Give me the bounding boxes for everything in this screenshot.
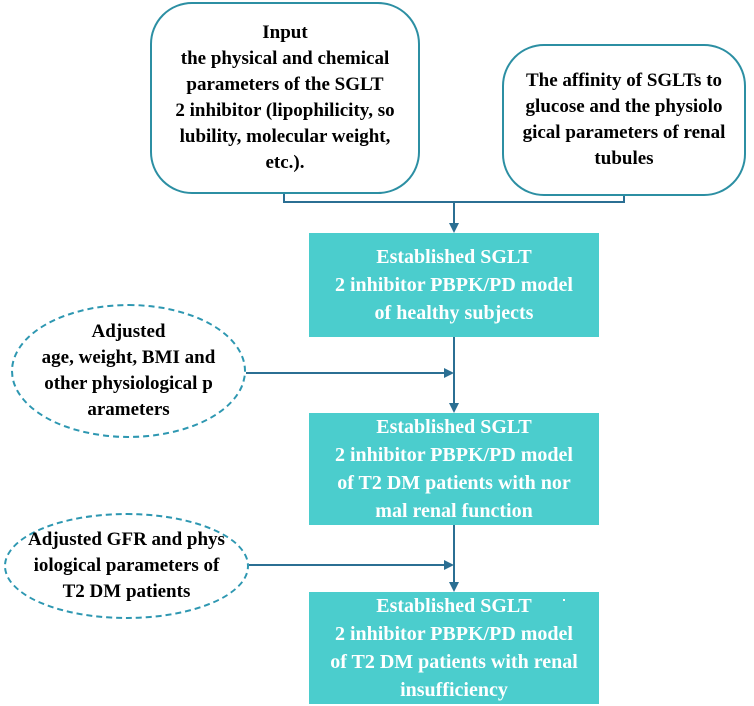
stray-dot: [563, 599, 565, 601]
node-text-line: Established SGLT: [376, 416, 532, 438]
node-text-line: mal renal function: [375, 500, 533, 522]
model-t2dm-renal-node: Established SGLT 2 inhibitor PBPK/PD mod…: [309, 592, 599, 704]
model-healthy-node: Established SGLT 2 inhibitor PBPK/PD mod…: [309, 233, 599, 337]
node-text-line: Adjusted GFR and phys: [28, 529, 225, 550]
model-t2dm-normal-node: Established SGLT 2 inhibitor PBPK/PD mod…: [309, 413, 599, 525]
node-text-line: The affinity of SGLTs to: [525, 70, 723, 91]
input-parameters-node: Input the physical and chemical paramete…: [150, 2, 420, 194]
node-text-line: other physiological p: [44, 373, 213, 394]
adjust-gfr-node: Adjusted GFR and phys iological paramete…: [4, 513, 249, 619]
node-text-line: Established SGLT: [376, 246, 532, 268]
node-text-line: lubility, molecular weight,: [179, 126, 391, 147]
node-text-line: Adjusted: [91, 321, 166, 342]
node-text-line: insufficiency: [400, 679, 508, 701]
node-text-line: Established SGLT: [376, 595, 532, 617]
node-text-line: Input: [262, 22, 308, 43]
node-text-line: 2 inhibitor (lipophilicity, so: [175, 100, 395, 121]
node-text-line: glucose and the physiolo: [525, 96, 723, 117]
node-text-line: of T2 DM patients with nor: [337, 472, 571, 494]
node-text-line: age, weight, BMI and: [41, 347, 216, 368]
node-text-line: etc.).: [265, 152, 305, 173]
node-text-line: arameters: [87, 399, 170, 420]
node-text-line: gical parameters of renal: [522, 122, 726, 143]
node-text-line: iological parameters of: [33, 555, 220, 576]
node-text-line: tubules: [594, 148, 654, 169]
affinity-node: The affinity of SGLTs to glucose and the…: [502, 44, 746, 196]
node-text-line: of healthy subjects: [374, 302, 534, 324]
node-text-line: of T2 DM patients with renal: [330, 651, 578, 673]
node-text-line: 2 inhibitor PBPK/PD model: [335, 444, 573, 466]
node-text-line: 2 inhibitor PBPK/PD model: [335, 274, 573, 296]
node-text-line: T2 DM patients: [62, 581, 191, 602]
node-text-line: parameters of the SGLT: [186, 74, 384, 95]
node-text-line: 2 inhibitor PBPK/PD model: [335, 623, 573, 645]
adjust-age-node: Adjusted age, weight, BMI and other phys…: [11, 304, 246, 438]
node-text-line: the physical and chemical: [180, 48, 390, 69]
